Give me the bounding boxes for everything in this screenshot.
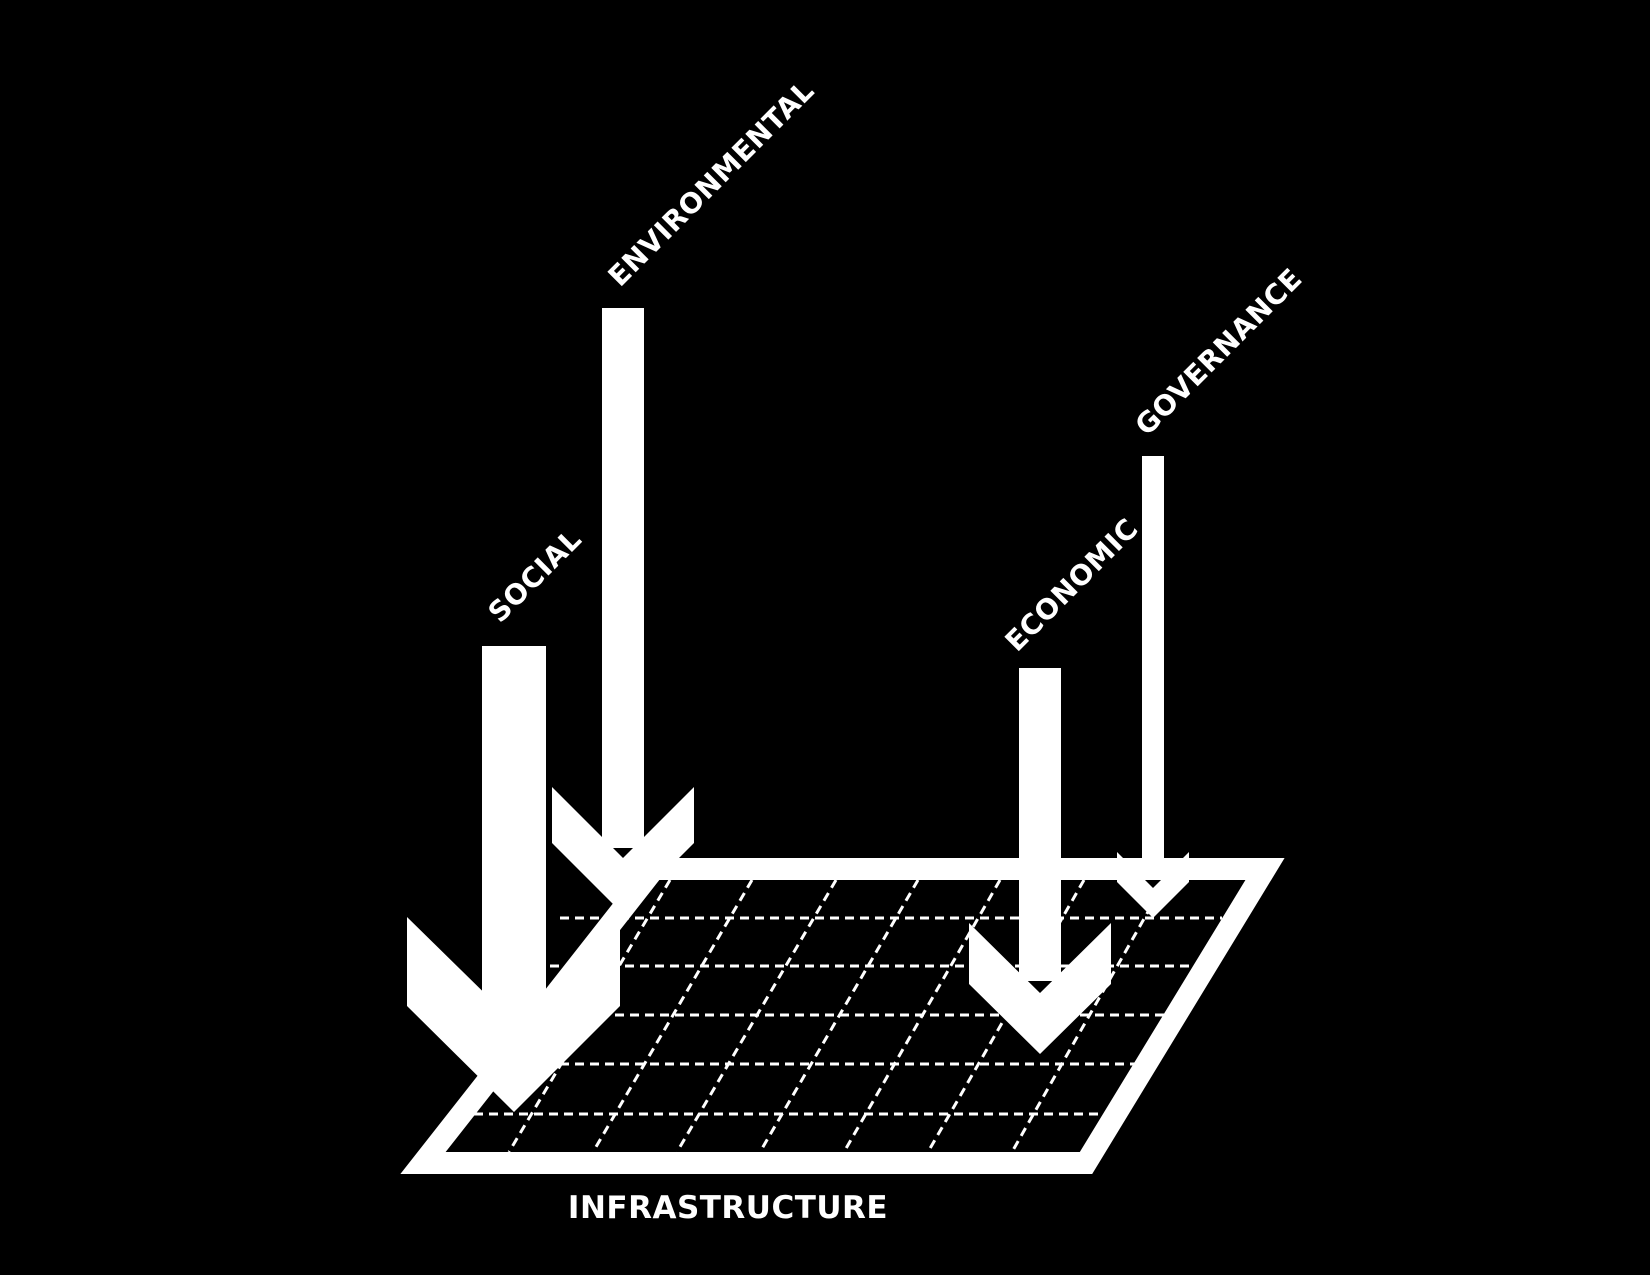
grid-line-d5 xyxy=(842,879,1002,1153)
environmental-arrow-shaft xyxy=(602,308,644,848)
grid-line-d2 xyxy=(591,879,754,1153)
grid-line-d4 xyxy=(758,879,920,1153)
grid-line-d3 xyxy=(675,879,838,1153)
environmental-arrow xyxy=(552,308,694,914)
platform-grid-diagonal xyxy=(507,879,1168,1153)
infrastructure-label: INFRASTRUCTURE xyxy=(568,1190,888,1226)
governance-arrow xyxy=(1117,456,1189,918)
environmental-arrow-head xyxy=(552,787,694,914)
governance-arrow-head xyxy=(1117,852,1189,918)
platform-grid-horizontal xyxy=(459,916,1222,1116)
social-arrow-shaft xyxy=(482,646,546,1036)
social-arrow xyxy=(407,646,620,1112)
governance-arrow-shaft xyxy=(1142,456,1164,876)
economic-arrow xyxy=(969,668,1111,1054)
economic-arrow-head xyxy=(969,923,1111,1054)
social-arrow-head xyxy=(407,917,620,1112)
economic-arrow-shaft xyxy=(1019,668,1061,981)
grid-line-d7 xyxy=(1010,879,1168,1153)
pillar-arrows xyxy=(407,308,1189,1112)
